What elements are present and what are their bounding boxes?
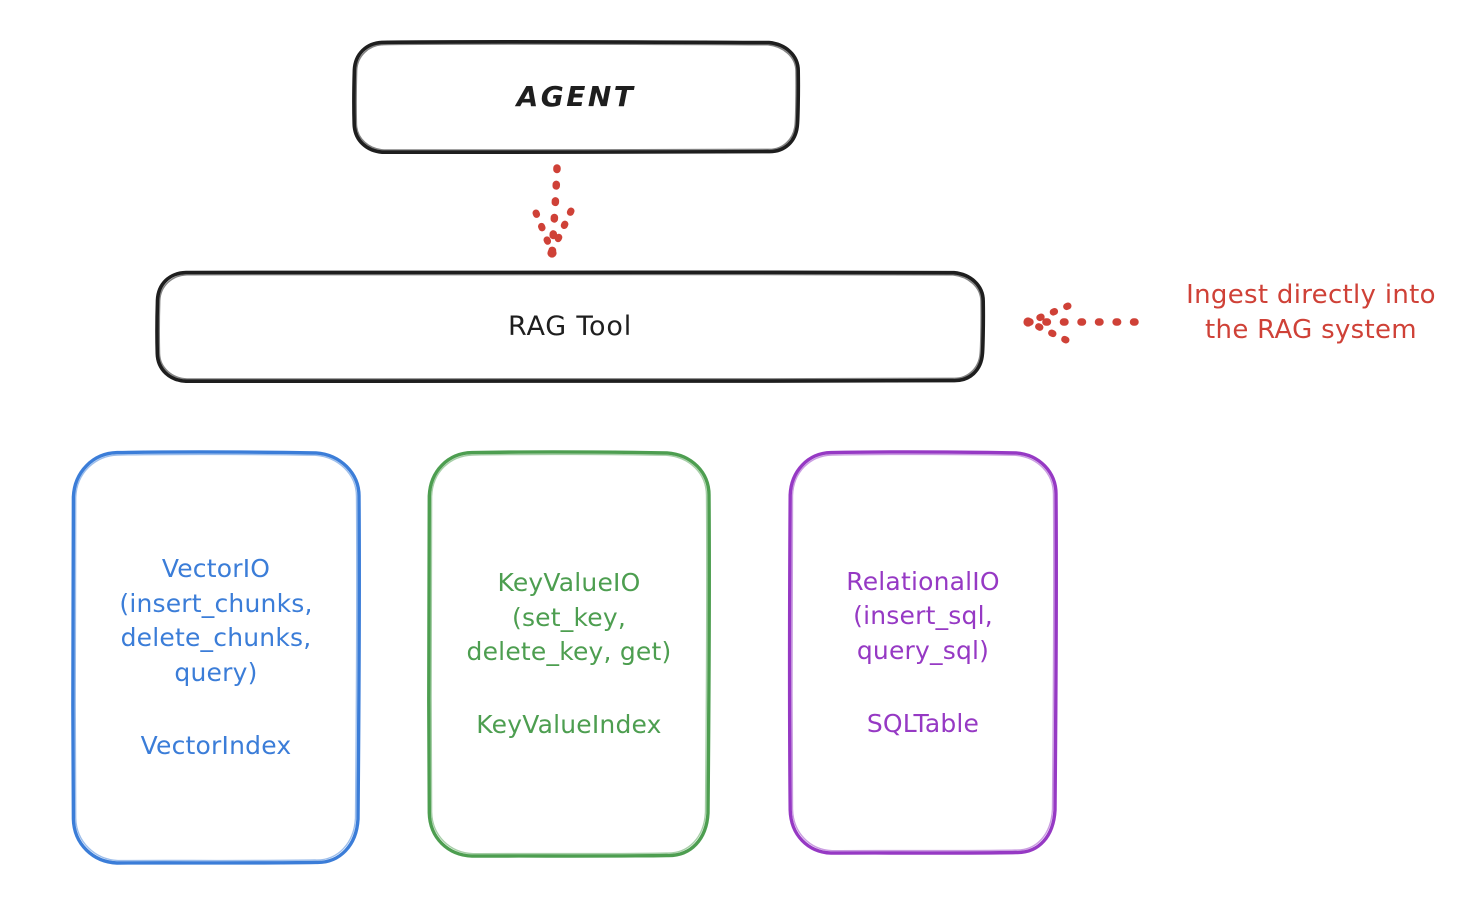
node-key-value-io[interactable]: KeyValueIO (set_key, delete_key, get) Key…: [426, 450, 712, 859]
connector-ingest-to-rag-tool: [1023, 302, 1139, 344]
vector-io-label: VectorIO (insert_chunks, delete_chunks, …: [119, 552, 312, 763]
node-vector-io[interactable]: VectorIO (insert_chunks, delete_chunks, …: [70, 450, 362, 866]
agent-label: AGENT: [516, 79, 636, 113]
connector-agent-to-rag-tool: [532, 164, 575, 258]
ingest-annotation-text: Ingest directly into the RAG system: [1186, 280, 1436, 346]
key-value-io-api-text: KeyValueIO (set_key, delete_key, get): [466, 568, 672, 667]
vector-io-api-text: VectorIO (insert_chunks, delete_chunks, …: [119, 554, 313, 687]
node-agent[interactable]: AGENT: [352, 39, 801, 154]
rag-tool-label: RAG Tool: [507, 310, 632, 342]
node-rag-tool[interactable]: RAG Tool: [155, 270, 986, 383]
vector-io-index-text: VectorIndex: [140, 731, 292, 761]
relational-io-label: RelationalIO (insert_sql, query_sql) SQLT…: [846, 565, 1000, 742]
key-value-io-index-text: KeyValueIndex: [476, 710, 662, 740]
relational-io-index-text: SQLTable: [866, 708, 980, 738]
node-relational-io[interactable]: RelationalIO (insert_sql, query_sql) SQLT…: [787, 450, 1059, 856]
relational-io-api-text: RelationalIO (insert_sql, query_sql): [846, 566, 1000, 665]
key-value-io-label: KeyValueIO (set_key, delete_key, get) Key…: [467, 566, 672, 743]
